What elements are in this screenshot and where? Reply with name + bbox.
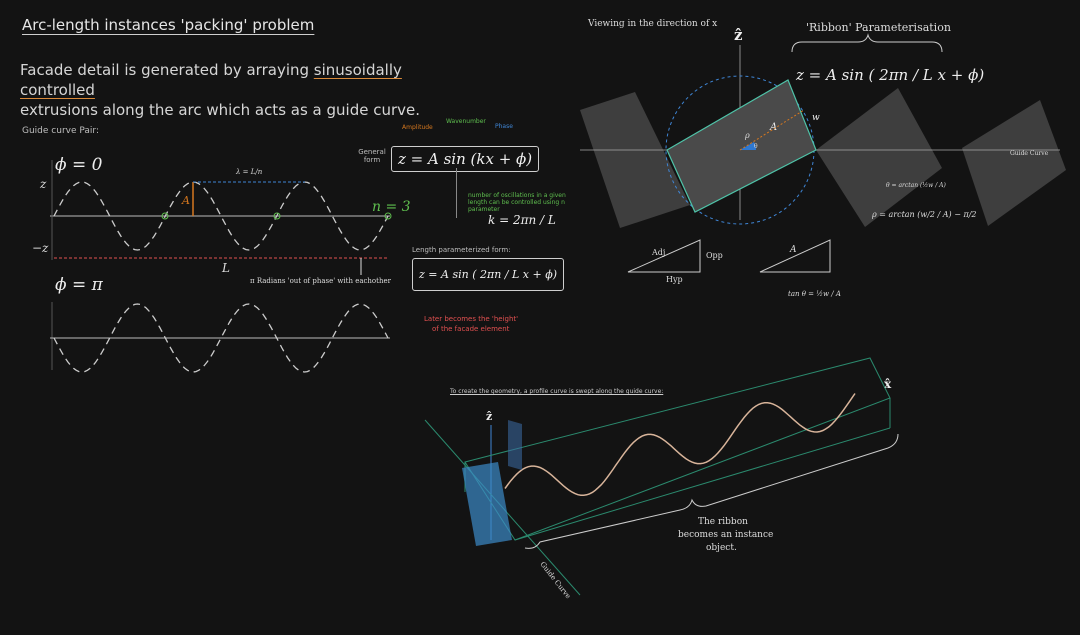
phase-annotation: Phase (495, 123, 513, 130)
profile-plane-small (508, 420, 522, 470)
rho-label: ρ (744, 131, 750, 140)
A-label-right: A (769, 122, 777, 133)
ribbon-equation: z = A sin ( 2πn / L x + ϕ) (795, 66, 984, 84)
brace (791, 33, 943, 53)
later-note-2: of the facade element (432, 325, 510, 333)
bottom-brace (524, 433, 899, 549)
w-label: w (812, 113, 820, 123)
viewing-label: Viewing in the direction of x (587, 19, 717, 29)
amplitude-label: A (181, 194, 190, 207)
hyp-label: Hyp (666, 275, 683, 284)
page-title: Arc-length instances 'packing' problem (22, 16, 315, 34)
n-label: n = 3 (372, 199, 411, 215)
ribbon-panel (816, 88, 942, 227)
z-hat-bottom-label: ẑ (486, 410, 492, 423)
general-equation: z = A sin (kx + ϕ) (391, 146, 540, 172)
theta-equation: θ = arctan (½w / A) (886, 182, 946, 189)
ribbon-title: 'Ribbon' Parameterisation (806, 21, 951, 34)
theta-label: θ (754, 143, 758, 150)
phi-zero-label: ϕ = 0 (55, 155, 103, 175)
bounding-box (464, 357, 891, 541)
length-label: L (221, 261, 230, 275)
later-note-1: Later becomes the 'height' (424, 315, 519, 323)
k-equation: k = 2πn / L (488, 213, 556, 227)
wave-diagram: ϕ = 0 ϕ = π z −z A λ = L/n n = 3 L π Rad… (32, 155, 411, 373)
intro-text: Facade detail is generated by arraying s… (20, 60, 440, 120)
adj-label: Adj (651, 248, 665, 257)
connector-line (456, 168, 457, 218)
z-hat-label: ẑ (734, 26, 743, 44)
rho-equation: ρ = arctan (w/2 / A) − π/2 (871, 210, 977, 219)
node-marker (384, 212, 392, 220)
length-equation: z = A sin ( 2πn / L x + ϕ) (412, 258, 564, 291)
profile-rect (666, 79, 817, 213)
lambda-label: λ = L/n (235, 168, 263, 176)
oscillation-note: number of oscillations in a given length… (468, 192, 566, 213)
rho-line (739, 109, 805, 151)
sweep-diagram: x̂ ẑ The ribbon becomes an instance obje… (424, 357, 899, 600)
minus-z-label: −z (32, 241, 49, 255)
general-form-label: General form (358, 148, 386, 164)
ribbon-panel (962, 100, 1066, 226)
profile-plane (462, 462, 512, 546)
intro-line2: extrusions along the arc which acts as a… (20, 101, 421, 119)
ribbon-note-1: The ribbon (698, 517, 748, 527)
opp-label: Opp (706, 251, 723, 260)
triangle-A (759, 239, 831, 273)
wavenumber-annotation: Wavenumber (446, 118, 486, 125)
node-marker (273, 212, 281, 220)
length-form-label: Length parameterized form: (412, 246, 511, 254)
A-tri-label: A (789, 245, 797, 255)
sweep-caption: To create the geometry, a profile curve … (450, 388, 664, 395)
tan-equation: tan θ = ½w / A (788, 290, 841, 298)
ribbon-note-3: object. (706, 543, 737, 553)
ribbon-diagram: Viewing in the direction of x ẑ 'Ribbon'… (580, 19, 1066, 298)
x-hat-label: x̂ (884, 377, 892, 391)
z-label: z (39, 177, 47, 191)
node-marker (161, 212, 169, 220)
intro-line1: Facade detail is generated by arraying (20, 61, 314, 79)
triangle-adj (627, 239, 701, 273)
amplitude-annotation: Amplitude (402, 124, 433, 131)
intro-underlined: sinusoidally controlled (20, 61, 402, 99)
ribbon-panel (580, 92, 690, 228)
guide-curve-label: Guide curve Pair: (22, 126, 99, 136)
ribbon-note-2: becomes an instance (678, 530, 773, 540)
swept-profile (504, 393, 856, 497)
out-of-phase-label: π Radians 'out of phase' with eachother (250, 277, 392, 285)
box-edge (514, 427, 891, 541)
guide-curve-label-right: Guide Curve (1010, 150, 1049, 157)
phi-pi-label: ϕ = π (55, 275, 104, 295)
